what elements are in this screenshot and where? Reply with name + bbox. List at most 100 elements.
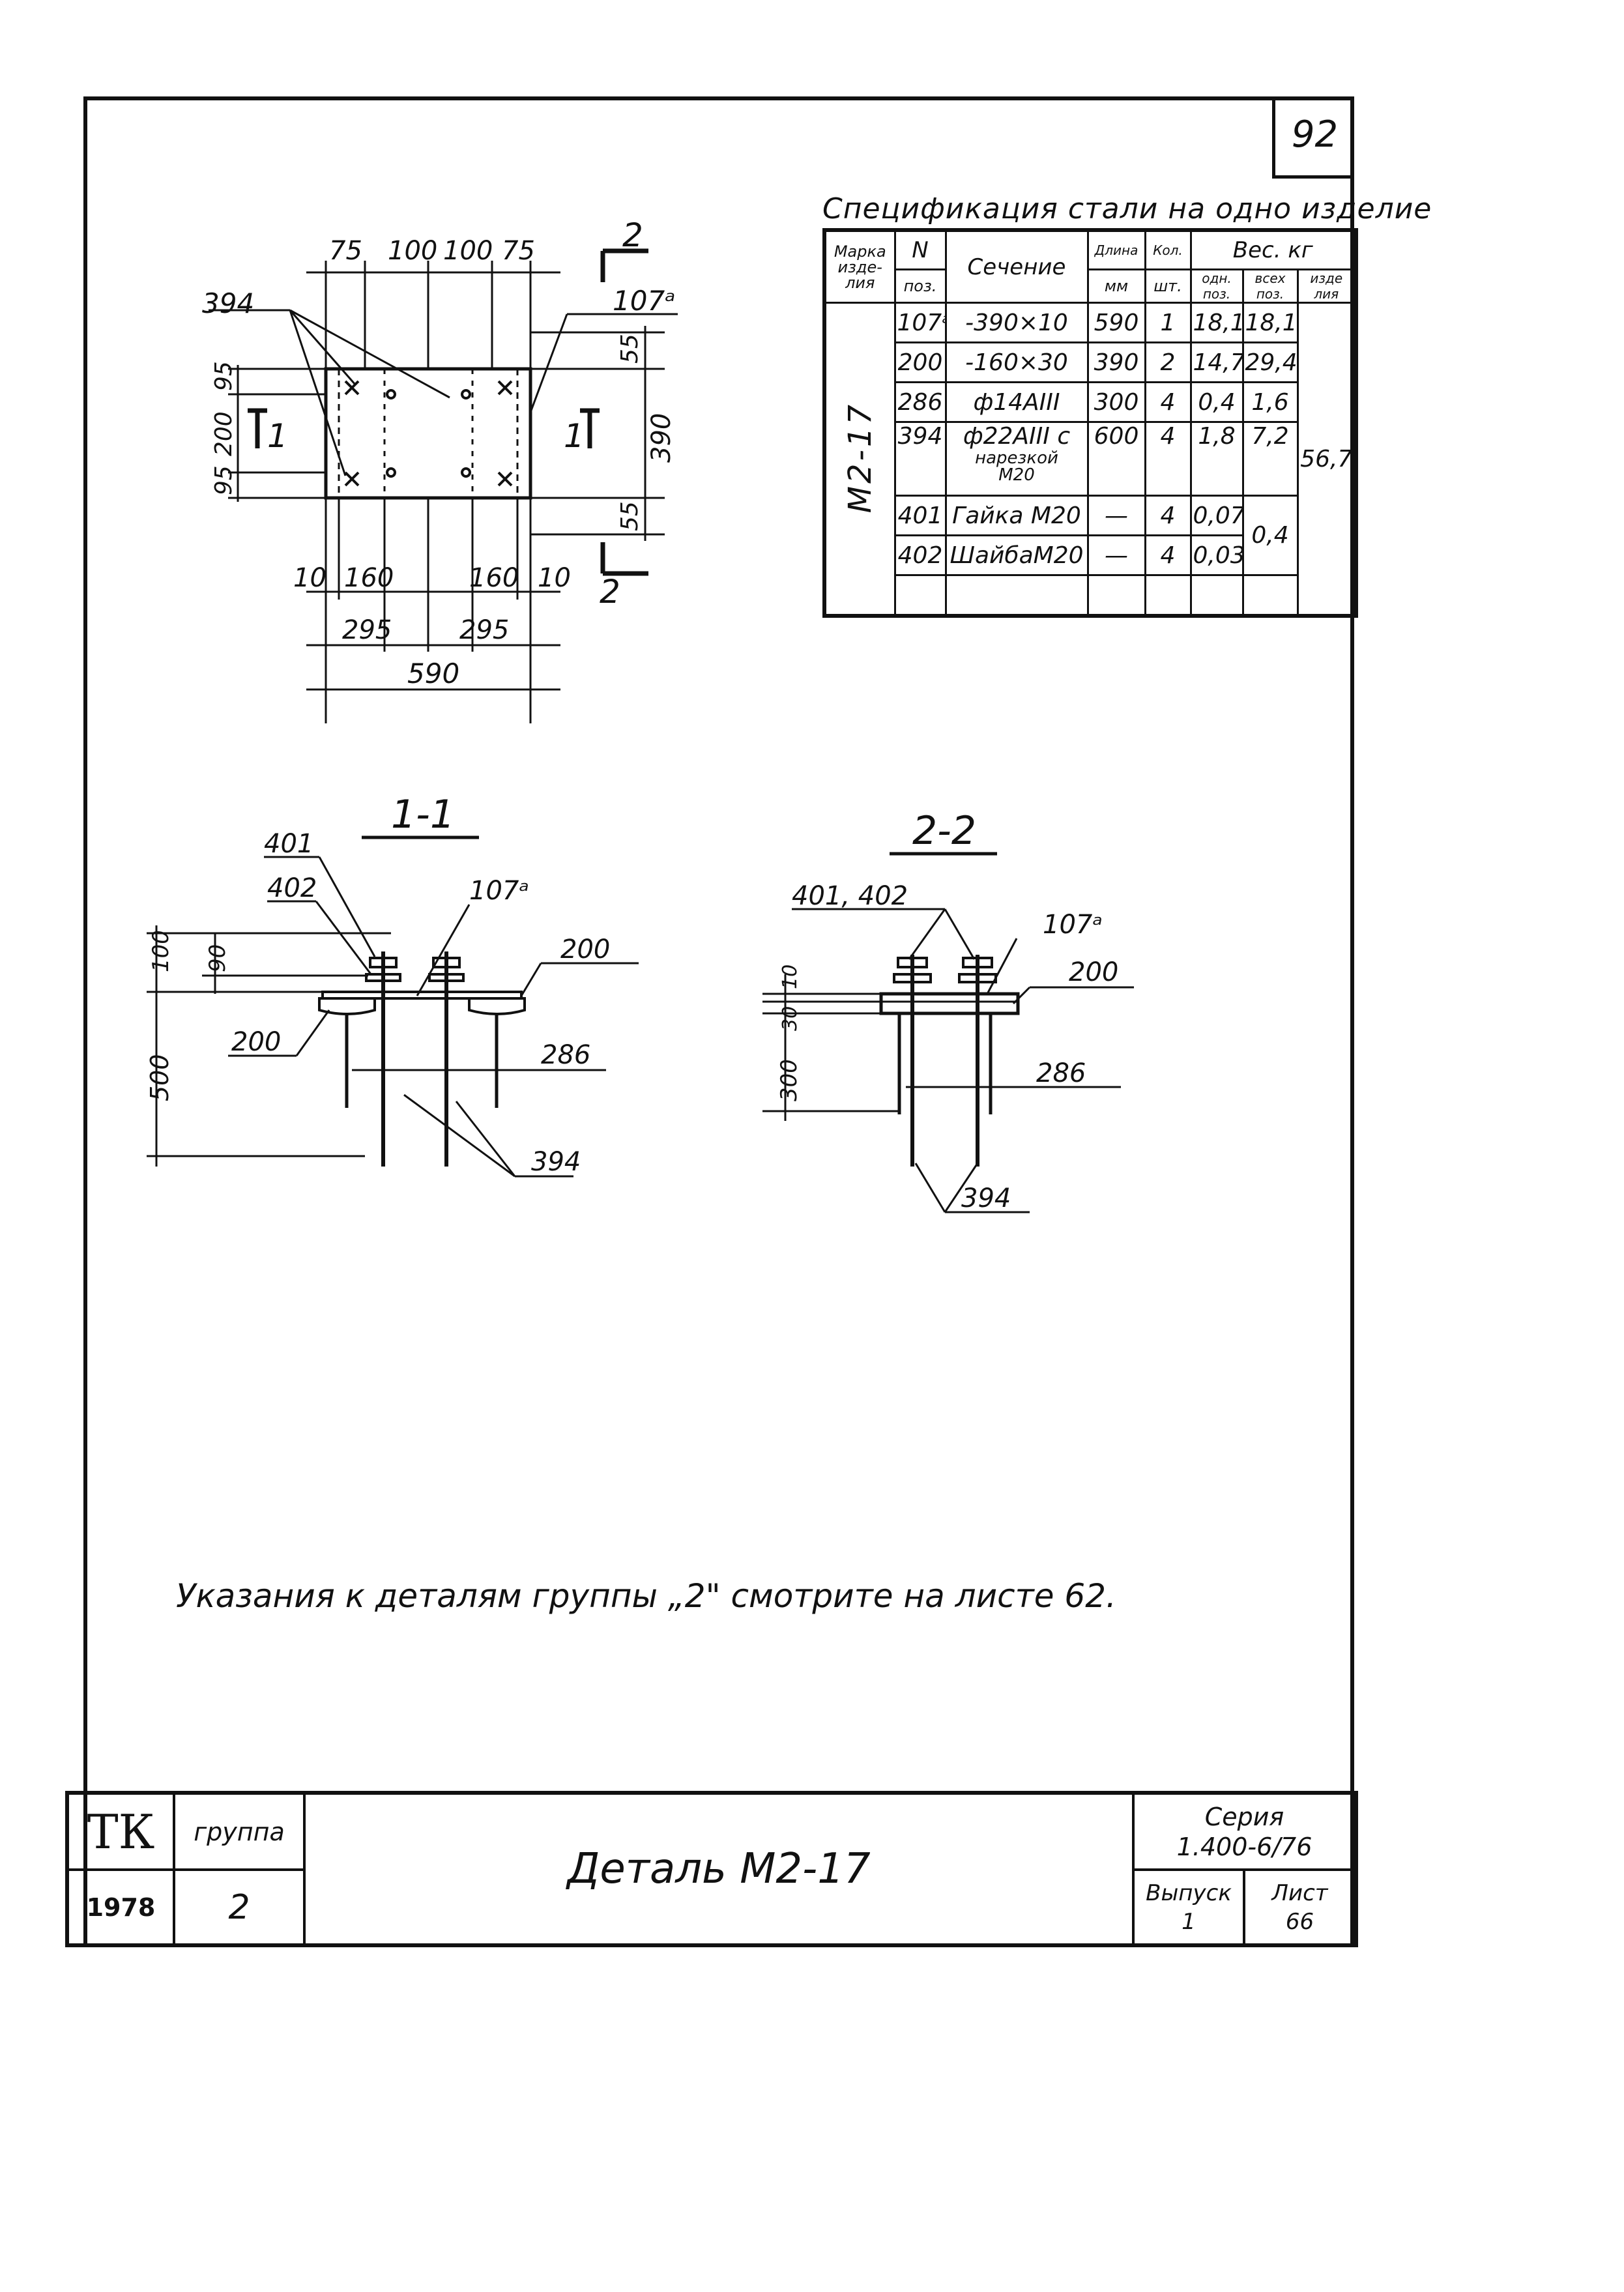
label-401-v11: 401 — [264, 829, 313, 859]
title-block: ТК группа Деталь М2-17 Серия 1.400-6/76 … — [65, 1791, 1358, 1947]
dim-30-v22: 30 — [779, 1006, 802, 1031]
row-w-one: 18,1 — [1189, 302, 1244, 343]
dim-overall-590: 590 — [407, 658, 459, 689]
row-qty: 2 — [1144, 341, 1192, 383]
plate-107a — [324, 367, 532, 500]
dim-bot-295a: 295 — [342, 615, 392, 645]
dim-left-200: 200 — [210, 411, 237, 456]
dim-top-100b: 100 — [443, 236, 493, 266]
dim-bot-10b: 10 — [538, 563, 571, 593]
row-qty: 4 — [1144, 421, 1192, 497]
row-w-all: 1,6 — [1241, 381, 1299, 423]
dim-100-v11: 100 — [148, 930, 174, 972]
row-length: 600 — [1086, 421, 1146, 497]
anchor-marks — [344, 380, 513, 487]
hdr-weight: Вес. кг — [1189, 229, 1357, 270]
row-pos: 402 — [893, 534, 947, 576]
series-cell: Серия 1.400-6/76 — [1132, 1792, 1357, 1871]
row-section-394: ф22АIII с нарезкой М20 — [944, 421, 1089, 497]
view-1-1-title: 1-1 — [391, 792, 455, 837]
spec-table: Марка изде- лия N Сечение Длина Кол. Вес… — [822, 228, 1359, 618]
view-2-2-title: 2-2 — [912, 808, 976, 854]
row-empty — [893, 574, 947, 617]
row-empty — [1086, 574, 1146, 617]
row-w-one: 1,8 — [1189, 421, 1244, 497]
section-mark-1-left: 1 — [267, 417, 288, 455]
row-qty: 4 — [1144, 495, 1192, 536]
row-length: 390 — [1086, 341, 1146, 383]
dim-top-75a: 75 — [329, 236, 362, 266]
row-empty — [1241, 574, 1299, 617]
view-2-2 — [762, 852, 1134, 1213]
row-pos: 200 — [893, 341, 947, 383]
row-section: -390×10 — [944, 302, 1089, 343]
group-label: группа — [173, 1792, 306, 1871]
label-107a-plan: 107ᵃ — [613, 285, 676, 317]
dim-left-95b: 95 — [210, 465, 237, 495]
label-394-v11: 394 — [531, 1147, 581, 1177]
row-qty: 4 — [1144, 534, 1192, 576]
hdr-w-one: одн.поз. — [1189, 268, 1244, 304]
row-empty — [1144, 574, 1192, 617]
hdr-length: Длина — [1086, 229, 1146, 270]
hdr-n: N — [893, 229, 947, 270]
group-number: 2 — [173, 1868, 306, 1947]
dim-bot-295b: 295 — [459, 615, 509, 645]
hdr-qty: Кол. — [1144, 229, 1192, 270]
hdr-length-unit: мм — [1086, 268, 1146, 304]
label-200-v11-left: 200 — [231, 1027, 281, 1057]
dim-top-100a: 100 — [388, 236, 437, 266]
row-qty: 1 — [1144, 302, 1192, 343]
row-section: Гайка М20 — [944, 495, 1089, 536]
drawing-title: Деталь М2-17 — [303, 1792, 1135, 1947]
row-w-one: 0,07 — [1189, 495, 1244, 536]
dim-500-v11: 500 — [145, 1054, 174, 1101]
year: 1978 — [66, 1868, 175, 1947]
dim-right-55b: 55 — [616, 501, 643, 531]
row-w-one: 0,03 — [1189, 534, 1244, 576]
view-1-1 — [147, 835, 639, 1178]
row-length: — — [1086, 495, 1146, 536]
label-394-v22: 394 — [961, 1183, 1011, 1213]
row-empty — [1189, 574, 1244, 617]
hdr-n-sub: поз. — [893, 268, 947, 304]
row-length: 590 — [1086, 302, 1146, 343]
dim-bot-10a: 10 — [293, 563, 326, 593]
sheet-cell: Лист 66 — [1243, 1868, 1357, 1947]
row-w-all: 7,2 — [1241, 421, 1299, 497]
row-pos: 107ᵃ — [893, 302, 947, 343]
dim-bot-160a: 160 — [344, 563, 394, 593]
issue-cell: Выпуск 1 — [1132, 1868, 1245, 1947]
row-w-one: 14,7 — [1189, 341, 1244, 383]
row-w-one: 0,4 — [1189, 381, 1244, 423]
note-text: Указания к деталям группы „2" смотрите н… — [176, 1577, 1116, 1615]
row-w-all-fasteners: 0,4 — [1241, 495, 1299, 576]
row-qty: 4 — [1144, 381, 1192, 423]
dim-left-95a: 95 — [210, 361, 237, 391]
hdr-section: Сечение — [944, 229, 1089, 304]
row-pos: 401 — [893, 495, 947, 536]
dim-90-v11: 90 — [205, 944, 231, 972]
org-code: ТК — [66, 1792, 175, 1871]
hdr-mark: Марка изде- лия — [823, 229, 896, 304]
row-length: 300 — [1086, 381, 1146, 423]
row-w-all: 29,4 — [1241, 341, 1299, 383]
label-107a-v22: 107ᵃ — [1043, 910, 1103, 940]
mark-cell: М2-17 — [823, 302, 896, 617]
row-length: — — [1086, 534, 1146, 576]
dim-bot-160b: 160 — [469, 563, 519, 593]
row-w-all: 18,1 — [1241, 302, 1299, 343]
section-mark-2-top: 2 — [622, 216, 643, 254]
page-number: 92 — [1272, 96, 1354, 179]
row-section: ШайбаМ20 — [944, 534, 1089, 576]
label-200-v11-right: 200 — [560, 935, 610, 965]
row-pos: 286 — [893, 381, 947, 423]
hdr-qty-unit: шт. — [1144, 268, 1192, 304]
plan-view — [209, 248, 678, 723]
dim-right-55a: 55 — [616, 334, 643, 364]
row-pos: 394 — [893, 421, 947, 497]
label-286-v22: 286 — [1036, 1058, 1086, 1088]
